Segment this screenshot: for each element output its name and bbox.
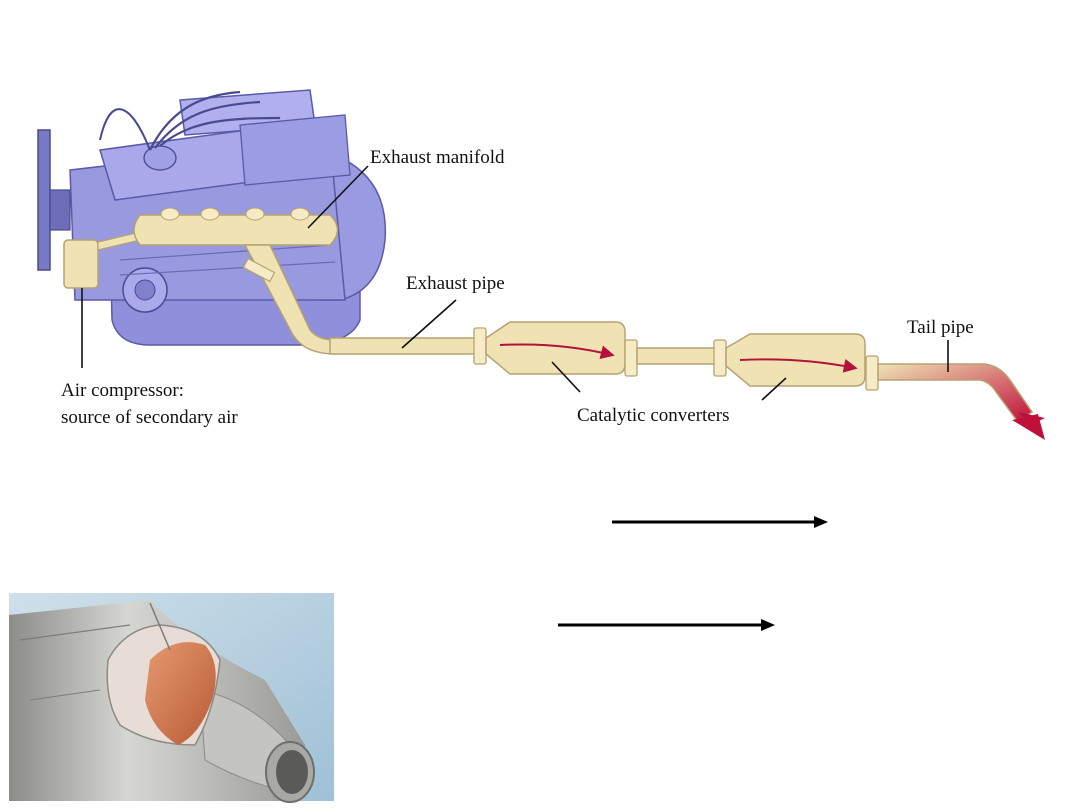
label-exhaust-pipe: Exhaust pipe [406, 273, 505, 294]
label-exhaust-manifold: Exhaust manifold [370, 147, 505, 168]
label-air-compressor-line2: source of secondary air [61, 407, 238, 428]
label-catalytic-converters: Catalytic converters [577, 405, 729, 426]
flow-arrow-converter-2 [739, 358, 858, 373]
leader-exhaust-pipe [401, 299, 457, 349]
flow-arrow-converter-1 [499, 343, 615, 360]
label-air-compressor-line1: Air compressor: [61, 380, 184, 401]
reaction-arrow-1 [612, 516, 828, 528]
label-tail-pipe: Tail pipe [907, 317, 974, 338]
catalytic-converter-photo [9, 593, 334, 803]
exhaust-manifold [133, 207, 339, 355]
reaction-arrow-2 [558, 619, 775, 631]
leader-converter-1 [551, 361, 581, 393]
leader-converter-2 [761, 377, 787, 401]
leader-exhaust-manifold [307, 165, 369, 229]
